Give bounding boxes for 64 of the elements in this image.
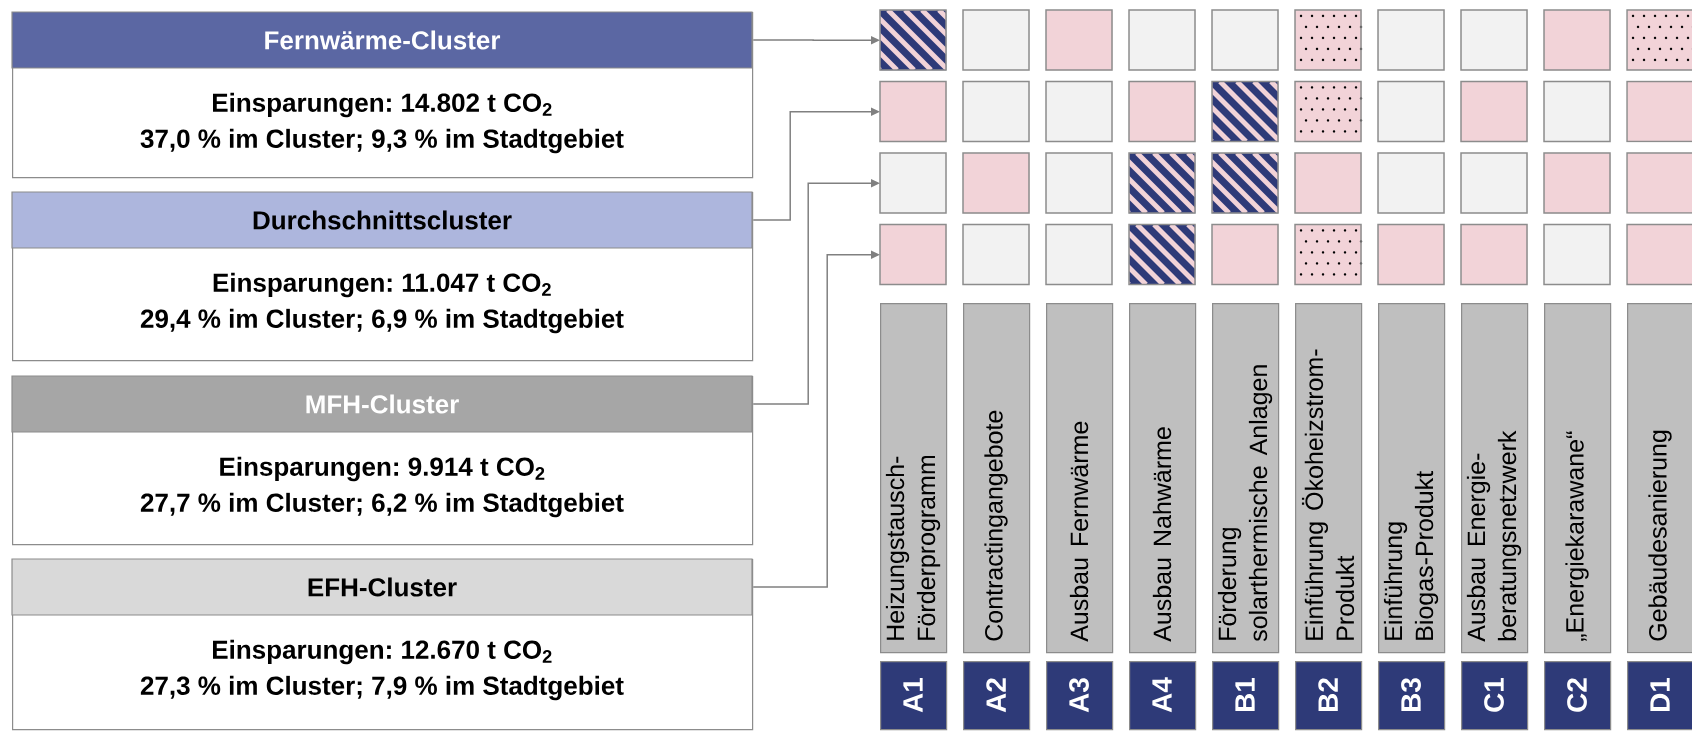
matrix-cell — [1460, 80, 1528, 143]
cluster-card: Fernwärme-Cluster Einsparungen: 14.802 t CO$_{2}$ 37,0 % im Cluster; 9,3 % im Stadtgebiet — [11, 11, 754, 179]
code-box: B3 — [1378, 661, 1446, 731]
matrix-cell — [1045, 9, 1113, 71]
matrix-cell — [962, 152, 1030, 214]
matrix-cell — [962, 80, 1030, 143]
cluster-card: MFH-Cluster Einsparungen: 9.914 t CO$_{2}$ 27,7 % im Cluster; 6,2 % im Stadtgebiet — [11, 375, 754, 546]
matrix-cell — [1543, 223, 1611, 286]
code-box: A3 — [1046, 661, 1114, 731]
measure-box: „Energiekarawane“ — [1544, 303, 1612, 654]
matrix-cell — [879, 80, 947, 143]
matrix-cell — [1294, 9, 1363, 71]
matrix-cell — [1211, 223, 1279, 286]
matrix-cell — [1211, 9, 1279, 71]
matrix-cell — [1377, 223, 1445, 286]
measure-box: Einführung Biogas-Produkt — [1378, 303, 1446, 654]
matrix-cell — [879, 9, 947, 71]
cluster-card: EFH-Cluster Einsparungen: 12.670 t CO$_{2}$ 27,3 % im Cluster; 7,9 % im Stadtgebiet — [11, 558, 754, 731]
matrix-cell — [1543, 80, 1611, 143]
matrix-cell — [1128, 152, 1196, 214]
measure-box: Ausbau Nahwärme — [1129, 303, 1197, 654]
measure-box: Gebäudesanierung — [1627, 303, 1692, 654]
matrix-cell — [1377, 80, 1445, 143]
matrix-cell — [1128, 223, 1196, 286]
matrix-cell — [1294, 223, 1363, 286]
code-box: B2 — [1295, 661, 1363, 731]
matrix-cell — [1626, 9, 1692, 71]
measure-box: Förderung solarthermische Anlagen — [1212, 303, 1280, 654]
measure-box: Contractingangebote — [963, 303, 1031, 654]
matrix-cell — [879, 223, 947, 286]
code-box: A2 — [963, 661, 1031, 731]
code-box: A1 — [880, 661, 948, 731]
code-box: D1 — [1627, 661, 1692, 731]
matrix-cell — [1626, 152, 1692, 214]
code-box: B1 — [1212, 661, 1280, 731]
code-box: A4 — [1129, 661, 1197, 731]
code-box: C2 — [1544, 661, 1612, 731]
matrix-cell — [1377, 9, 1445, 71]
matrix-cell — [1626, 80, 1692, 143]
matrix-cell — [1294, 152, 1362, 214]
matrix-cell — [1045, 80, 1113, 143]
matrix-cell — [1543, 152, 1611, 214]
matrix-cell — [1128, 9, 1196, 71]
matrix-cell — [1294, 80, 1363, 143]
measure-box: Heizungstausch- Förderprogramm — [880, 303, 948, 654]
matrix-cell — [1045, 223, 1113, 286]
matrix-cell — [962, 223, 1030, 286]
matrix-cell — [1543, 9, 1611, 71]
matrix-cell — [1626, 223, 1692, 286]
matrix-cell — [1460, 152, 1528, 214]
matrix-cell — [879, 152, 947, 214]
measure-box: Ausbau Fernwärme — [1046, 303, 1114, 654]
cluster-card: Durchschnittscluster Einsparungen: 11.047 t CO$_{2}$ 29,4 % im Cluster; 6,9 % im Stadtgebiet — [11, 191, 754, 362]
code-box: C1 — [1461, 661, 1529, 731]
matrix-cell — [962, 9, 1030, 71]
matrix-cell — [1377, 152, 1445, 214]
measure-box: Einführung Ökoheizstrom- Produkt — [1295, 303, 1363, 654]
matrix-cell — [1211, 80, 1279, 143]
measure-box: Ausbau Energie- beratungsnetzwerk — [1461, 303, 1529, 654]
matrix-cell — [1211, 152, 1279, 214]
matrix-cell — [1460, 223, 1528, 286]
matrix-cell — [1460, 9, 1528, 71]
matrix-cell — [1045, 152, 1113, 214]
matrix-cell — [1128, 80, 1196, 143]
